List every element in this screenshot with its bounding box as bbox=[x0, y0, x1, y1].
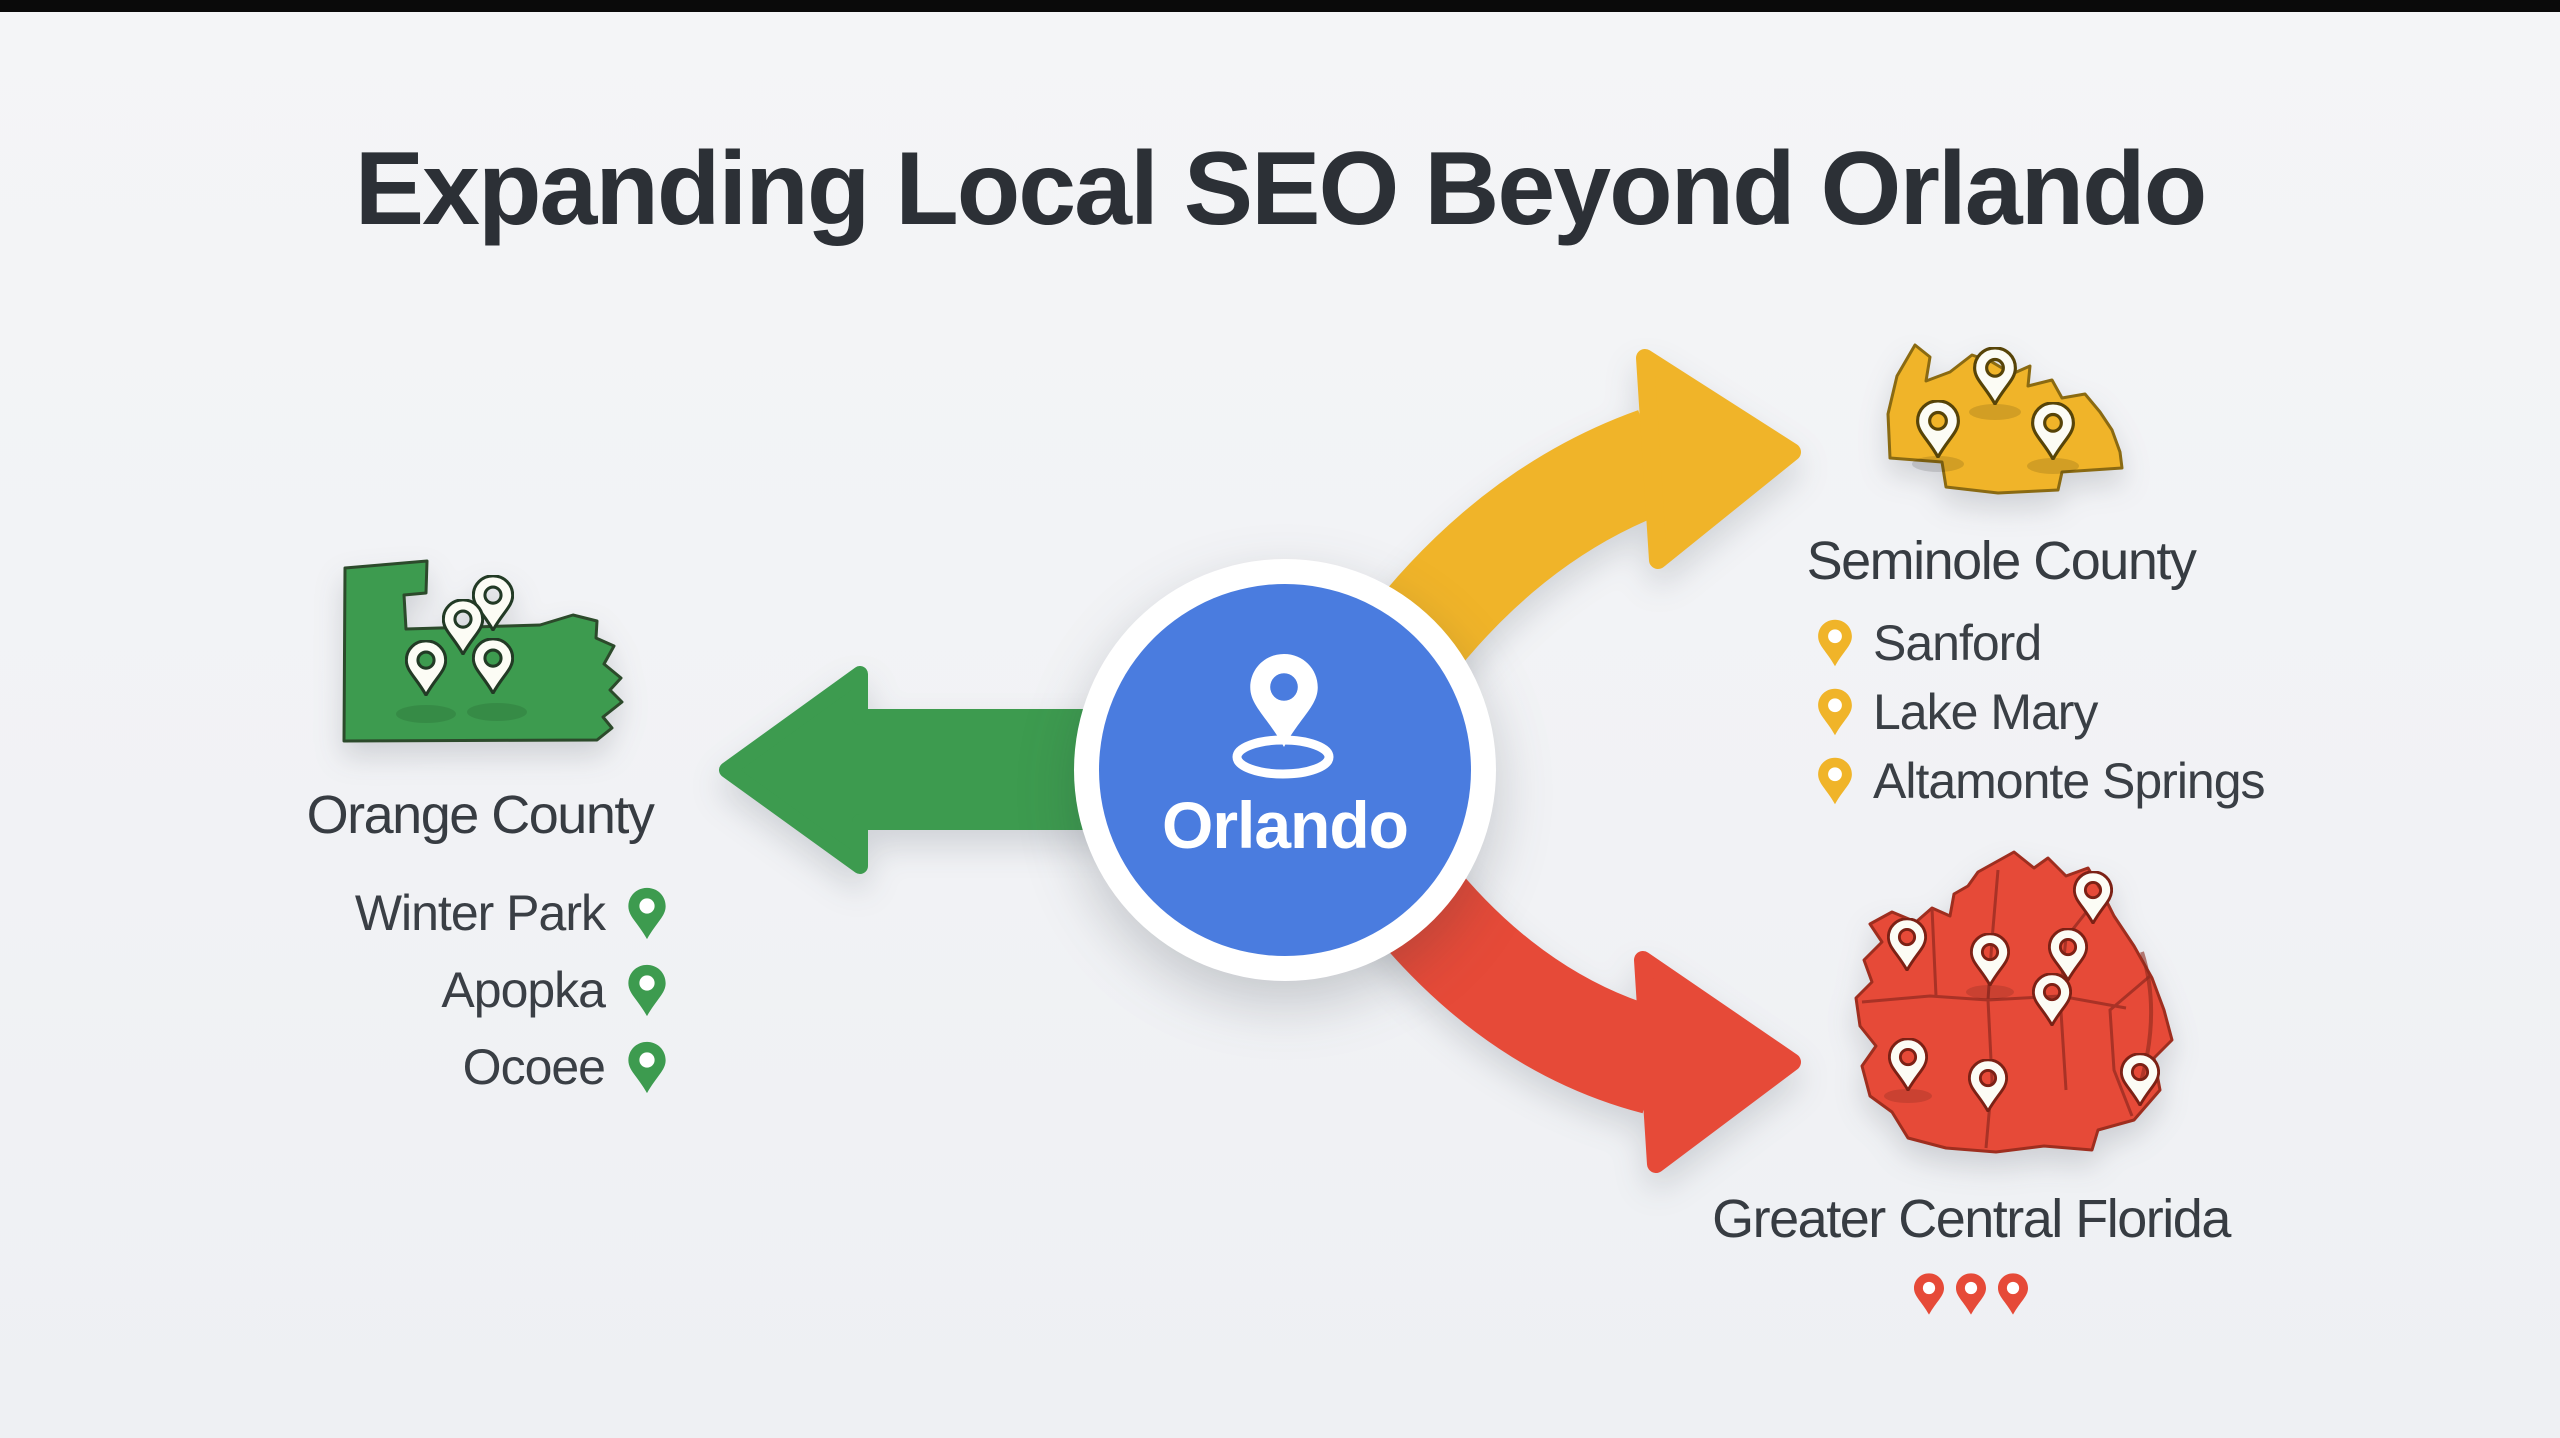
city-row-altamonte-springs: Altamonte Springs bbox=[1817, 751, 2266, 811]
map-pin-icon bbox=[627, 887, 667, 940]
city-label: Ocoee bbox=[462, 1039, 606, 1095]
map-pin-icon bbox=[1817, 619, 1853, 667]
map-pin-icon bbox=[1817, 688, 1853, 736]
gcf-footer-pins bbox=[1914, 1273, 2028, 1315]
city-label: Apopka bbox=[441, 962, 606, 1018]
map-pin-icon bbox=[627, 964, 667, 1017]
county-shape bbox=[1886, 343, 2124, 495]
seminole-county-label: Seminole County bbox=[1806, 531, 2197, 591]
city-label: Sanford bbox=[1873, 615, 2042, 671]
orlando-hub bbox=[1074, 559, 1496, 981]
map-pin-icon bbox=[1817, 757, 1853, 805]
map-pin-icon bbox=[1998, 1273, 2028, 1315]
city-row-ocoee: Ocoee bbox=[463, 1037, 667, 1097]
map-pin-icon bbox=[627, 1041, 667, 1094]
orange-county-label: Orange County bbox=[306, 785, 655, 845]
city-label: Winter Park bbox=[354, 885, 606, 941]
seminole-county-map bbox=[1886, 343, 2124, 495]
city-row-sanford: Sanford bbox=[1817, 613, 2042, 673]
page-title: Expanding Local SEO Beyond Orlando bbox=[354, 131, 2207, 247]
map-pin-icon bbox=[1914, 1273, 1944, 1315]
city-row-apopka: Apopka bbox=[441, 960, 667, 1020]
city-label: Lake Mary bbox=[1873, 684, 2098, 740]
orange-county-map bbox=[342, 559, 624, 743]
city-label: Altamonte Springs bbox=[1873, 753, 2266, 809]
greater-central-florida-label: Greater Central Florida bbox=[1712, 1189, 2231, 1249]
greater-central-florida-map bbox=[1854, 850, 2174, 1154]
city-row-winter-park: Winter Park bbox=[355, 883, 667, 943]
orlando-label: Orlando bbox=[1161, 788, 1409, 862]
map-pin-icon bbox=[1956, 1273, 1986, 1315]
city-row-lake-mary: Lake Mary bbox=[1817, 682, 2098, 742]
top-black-bar bbox=[0, 0, 2560, 12]
region-shape bbox=[1854, 850, 2174, 1154]
